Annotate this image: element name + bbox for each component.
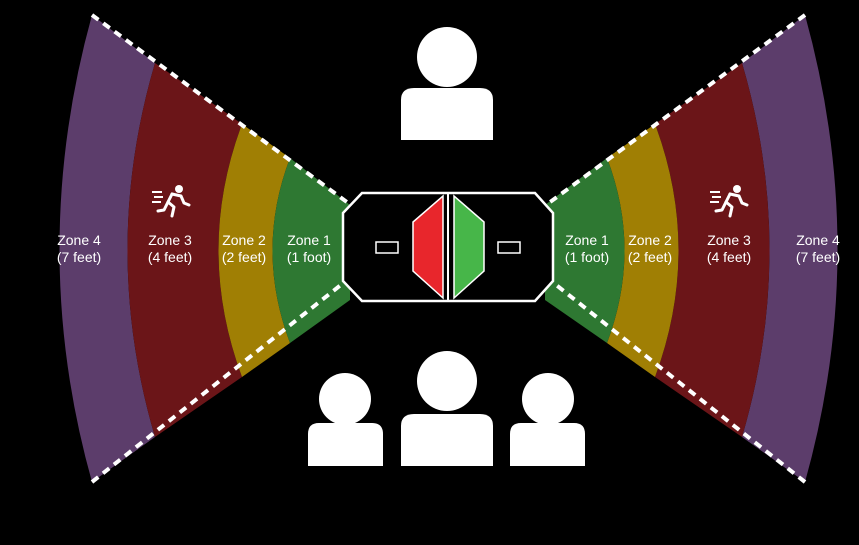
device-left-slot (375, 241, 399, 254)
running-person-icon (710, 185, 749, 218)
right-zone-bands (545, 15, 838, 482)
left-upper-dashed-line (90, 13, 387, 232)
person-icon (401, 27, 493, 140)
right-lower-dashed-line (510, 248, 807, 484)
left-zone-1-band (272, 158, 350, 343)
right-zone-3-band (655, 63, 770, 437)
sensor-left-red (412, 194, 444, 300)
left-zone-1-name: Zone 1 (287, 232, 331, 248)
left-zone-1-distance: (1 foot) (287, 249, 331, 265)
right-zone-4-band (742, 15, 838, 482)
right-zone-3-distance: (4 feet) (707, 249, 751, 265)
right-zone-1-name: Zone 1 (565, 232, 609, 248)
person-icon (510, 373, 585, 466)
people-group-icon (308, 351, 585, 466)
right-zone-labels: Zone 1 (1 foot) Zone 2 (2 feet) Zone 3 (… (565, 232, 840, 265)
left-zone-3-name: Zone 3 (148, 232, 192, 248)
right-zone-4-distance: (7 feet) (796, 249, 840, 265)
left-zone-3-band (127, 63, 242, 437)
right-zone-2-distance: (2 feet) (628, 249, 672, 265)
left-zone-3-distance: (4 feet) (148, 249, 192, 265)
sensor-right-green (453, 194, 485, 300)
person-icon (308, 373, 383, 466)
right-zone-2-name: Zone 2 (628, 232, 672, 248)
left-lower-dashed-line (90, 248, 387, 484)
left-zone-bands (59, 15, 350, 482)
right-zone-1-distance: (1 foot) (565, 249, 609, 265)
right-zone-4-name: Zone 4 (796, 232, 840, 248)
left-zone-4-name: Zone 4 (57, 232, 101, 248)
right-zone-3-name: Zone 3 (707, 232, 751, 248)
dashed-boundaries (90, 13, 807, 484)
left-zone-2-distance: (2 feet) (222, 249, 266, 265)
left-zone-4-band (59, 15, 155, 482)
running-person-icon (152, 185, 191, 218)
left-zone-2-name: Zone 2 (222, 232, 266, 248)
right-upper-dashed-line (510, 13, 807, 232)
right-zone-1-band (545, 158, 625, 343)
right-zone-2-band (607, 124, 679, 377)
left-zone-labels: Zone 4 (7 feet) Zone 3 (4 feet) Zone 2 (… (57, 232, 331, 265)
central-device (341, 191, 555, 303)
person-icon (401, 351, 493, 466)
left-zone-2-band (218, 124, 290, 377)
left-zone-4-distance: (7 feet) (57, 249, 101, 265)
device-right-slot (497, 241, 521, 254)
